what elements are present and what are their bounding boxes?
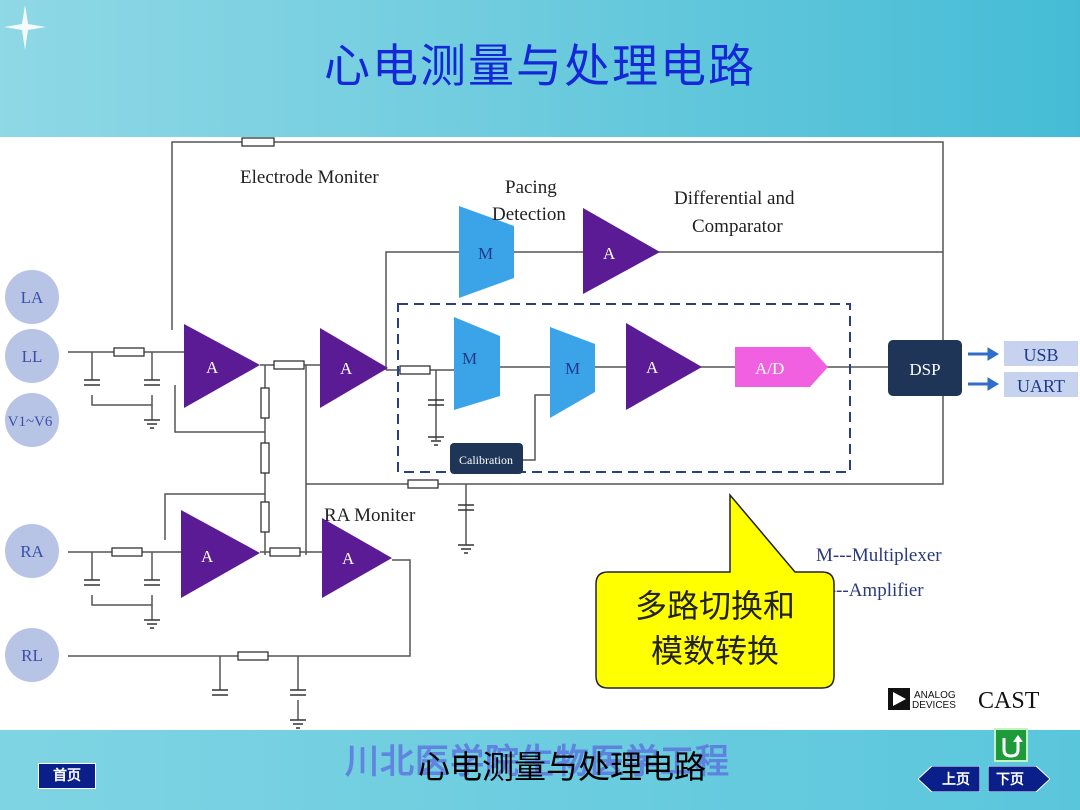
- amp-label: A: [201, 547, 214, 566]
- calibration-label: Calibration: [459, 453, 513, 467]
- callout-line1: 多路切换和: [635, 587, 795, 625]
- amplifier-stage2: [320, 328, 388, 408]
- adc-label: A/D: [755, 359, 784, 378]
- output-uart: UART: [1017, 376, 1065, 396]
- calibration-block: [450, 443, 523, 474]
- sparkle-icon: [4, 5, 46, 50]
- footer-title-text: 心电测量与处理电路: [418, 748, 707, 786]
- ecg-circuit-diagram: LA LL V1~V6 RA RL A A A A A A M M M A/D: [5, 137, 1078, 729]
- pacing-label-line2: Detection: [492, 204, 566, 225]
- legend-multiplexer: M---Multiplexer: [816, 545, 942, 566]
- lead-circle-ra: [5, 524, 59, 578]
- amplifier-ll: [184, 324, 260, 408]
- dsp-label: DSP: [909, 360, 940, 379]
- lead-circle-v1v6: [5, 393, 59, 447]
- callout-box: [595, 492, 835, 689]
- adc-block: [735, 347, 828, 387]
- ra-monitor-label: RA Moniter: [324, 505, 416, 526]
- output-usb: USB: [1023, 345, 1058, 365]
- amplifier-ra-stage2: [322, 518, 392, 598]
- lead-circle-rl: [5, 628, 59, 682]
- next-page-label: 下页: [996, 772, 1024, 788]
- uart-box: [1004, 372, 1078, 397]
- lead-label-ra: RA: [20, 542, 44, 561]
- diff-label-line1: Differential and: [674, 188, 795, 209]
- lead-circle-ll: [5, 329, 59, 383]
- return-icon[interactable]: [994, 728, 1028, 762]
- lead-label-la: LA: [21, 288, 44, 307]
- logo-cast-text: CAST: [978, 688, 1040, 714]
- amp-label: A: [603, 244, 616, 263]
- next-page-button[interactable]: 下页: [988, 766, 1050, 792]
- dsp-block: [888, 340, 962, 396]
- amplifier-comparator: [583, 208, 660, 294]
- amp-label: A: [646, 358, 659, 377]
- diff-label-line2: Comparator: [692, 216, 783, 237]
- analog-devices-logo: ANALOG DEVICES CAST: [888, 688, 1040, 714]
- amplifier-ra: [181, 510, 260, 598]
- multiplexer-pacing: [459, 206, 514, 298]
- usb-box: [1004, 341, 1078, 366]
- lead-inputs: LA LL V1~V6 RA RL: [5, 270, 59, 682]
- logo-analog-text: ANALOG: [914, 690, 956, 701]
- amplifier-adc-driver: [626, 323, 702, 410]
- prev-page-label: 上页: [942, 772, 970, 788]
- electrode-monitor-label: Electrode Moniter: [240, 167, 379, 188]
- mux-label: M: [565, 359, 580, 378]
- amp-label: A: [206, 358, 219, 377]
- footer-institution-text: 川北医学院生物医学工程: [345, 742, 730, 782]
- lead-label-rl: RL: [21, 646, 43, 665]
- lead-circle-la: [5, 270, 59, 324]
- header-bar: 心电测量与处理电路: [0, 0, 1080, 137]
- mux-label: M: [462, 349, 477, 368]
- prev-page-button[interactable]: 上页: [918, 766, 980, 792]
- adc-section-box: [397, 303, 851, 473]
- footer-bar: [0, 730, 1080, 810]
- legend-amplifier: A---Amplifier: [816, 580, 924, 601]
- return-arrow-icon: [1002, 735, 1023, 758]
- home-button[interactable]: 首页: [38, 763, 96, 789]
- lead-label-ll: LL: [22, 347, 43, 366]
- mux-label: M: [478, 244, 493, 263]
- multiplexer-2: [550, 327, 595, 418]
- lead-label-v1v6: V1~V6: [8, 414, 53, 430]
- logo-devices-text: DEVICES: [912, 700, 956, 711]
- slide-title: 心电测量与处理电路: [324, 39, 756, 93]
- pacing-label-line1: Pacing: [505, 177, 557, 198]
- amp-label: A: [340, 359, 353, 378]
- multiplexer-1: [454, 317, 500, 410]
- callout-line2: 模数转换: [651, 632, 779, 670]
- amp-label: A: [342, 549, 355, 568]
